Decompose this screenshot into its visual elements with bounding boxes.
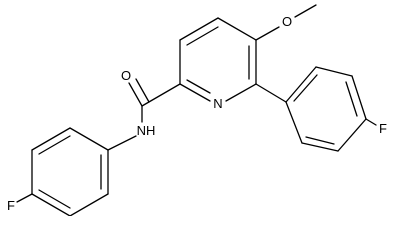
amide-group [107, 78, 181, 151]
bond-r3-inner [345, 81, 358, 117]
bond-r3 [351, 75, 367, 120]
atom-label-carbonyl-oxygen: O [121, 68, 131, 83]
bond-l2 [69, 193, 109, 216]
bond-n1-c2-inner [186, 79, 211, 94]
bond-l3 [31, 193, 71, 216]
bond-n1-c2 [179, 83, 211, 102]
fluorophenyl-ring-right [255, 66, 377, 152]
atom-label-fluorine-right: F [379, 121, 387, 136]
bond-c3-c4-inner [186, 26, 219, 46]
bond-l6 [69, 127, 109, 151]
atom-label-pyridine-nitrogen: N [213, 96, 222, 111]
bond-r2 [315, 66, 353, 77]
atom-label-amide-nh: NH [137, 123, 156, 138]
bond-n-aryl [107, 135, 137, 151]
bond-r5 [301, 142, 339, 152]
bond-r-f [365, 118, 377, 126]
bond-carbonyl-o [128, 82, 143, 107]
bond-c4-c5 [217, 17, 257, 41]
bond-l-f [16, 193, 33, 203]
bond-l3-inner [38, 189, 71, 209]
bond-r1-inner [293, 74, 318, 102]
molecule-structure-diagram: O O N NH F F [7, 4, 387, 216]
bond-c5-o [255, 26, 280, 41]
fluorophenyl-ring-left [16, 127, 109, 216]
bond-r5-inner [305, 136, 335, 145]
bond-r1 [285, 66, 317, 103]
bond-c3-c4 [179, 17, 219, 41]
bond-r4 [337, 118, 367, 152]
bond-c2-carbonyl [141, 83, 181, 107]
bond-l5 [31, 127, 71, 151]
pyridine-ring [179, 17, 257, 102]
methoxy-group [255, 4, 317, 41]
atom-label-methoxy-oxygen: O [282, 14, 292, 29]
bond-l5-inner [38, 135, 71, 155]
bond-c6-aryl [255, 83, 287, 103]
bond-c6-n1 [225, 83, 257, 102]
bond-o-ch3 [294, 4, 317, 18]
bond-carbonyl-o-double [135, 78, 150, 103]
bond-r6 [285, 101, 303, 144]
atom-label-fluorine-left: F [7, 198, 15, 213]
